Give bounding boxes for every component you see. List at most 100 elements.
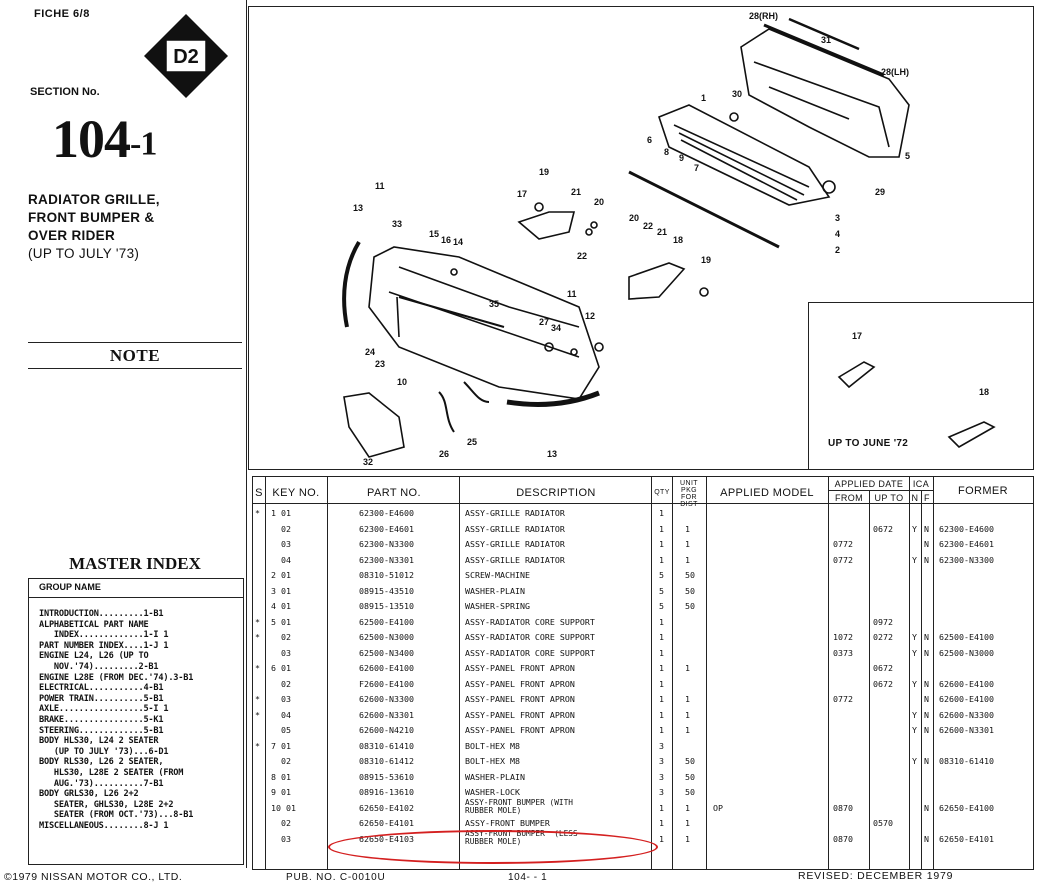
bumper-shape bbox=[368, 246, 600, 400]
fiche-label: FICHE 6/8 bbox=[34, 8, 90, 20]
callout-number: 22 bbox=[577, 251, 587, 261]
master-index-item: INDEX.............1-I 1 bbox=[39, 630, 169, 641]
inset-bracket-18-shape bbox=[947, 421, 996, 448]
cell-qty: 1 bbox=[659, 539, 664, 549]
cell-key: 03 bbox=[271, 539, 291, 549]
cell-key: 04 bbox=[271, 709, 291, 720]
cell-part: 08310-61410 bbox=[359, 740, 414, 751]
callout-number: 11 bbox=[375, 181, 385, 191]
cell-desc: SCREW-MACHINE bbox=[465, 570, 530, 580]
cell-f: N bbox=[924, 756, 929, 766]
cell-s: * bbox=[255, 663, 260, 673]
cell-part: F2600-E4100 bbox=[359, 678, 414, 689]
cell-unit: 1 bbox=[685, 694, 690, 704]
cell-part: 62600-N3300 bbox=[359, 694, 414, 704]
cell-desc: ASSY-GRILLE RADIATOR bbox=[465, 523, 565, 534]
cell-n: Y bbox=[912, 756, 917, 766]
section-title-line: RADIATOR GRILLE, bbox=[28, 192, 160, 207]
cell-key: 10 01 bbox=[271, 802, 296, 813]
col-header-former: FORMER bbox=[957, 485, 1009, 497]
col-header-upto: UP TO bbox=[874, 493, 904, 503]
cell-n: Y bbox=[912, 554, 917, 565]
cell-part: 62600-N3301 bbox=[359, 709, 414, 720]
cell-former: 62600-N3301 bbox=[939, 725, 994, 735]
cell-s: * bbox=[255, 616, 260, 627]
master-index-item: ENGINE L24, L26 (UP TO bbox=[39, 651, 149, 662]
section-title-line: (UP TO JULY '73) bbox=[28, 246, 140, 261]
cell-f: N bbox=[924, 554, 929, 565]
callout-number: 17 bbox=[517, 189, 527, 199]
cell-qty: 1 bbox=[659, 616, 664, 627]
cell-desc: ASSY-PANEL FRONT APRON bbox=[465, 663, 575, 673]
section-label: SECTION No. bbox=[30, 86, 100, 98]
group-name-header: GROUP NAME bbox=[29, 579, 243, 598]
callout-number: 17 bbox=[852, 331, 862, 341]
col-header-applied-date: APPLIED DATE bbox=[834, 479, 904, 489]
callout-number: 25 bbox=[467, 437, 477, 447]
callout-number: 27 bbox=[539, 317, 549, 327]
master-index-item: STEERING.............5-B1 bbox=[39, 725, 164, 736]
cell-part: 62300-E4600 bbox=[359, 508, 414, 518]
master-index-item: POWER TRAIN..........5-B1 bbox=[39, 693, 164, 704]
callout-number: 3 bbox=[835, 213, 840, 223]
master-index-item: AUG.'73)..........7-B1 bbox=[39, 778, 164, 789]
cell-n: Y bbox=[912, 678, 917, 689]
callout-number: 19 bbox=[701, 255, 711, 265]
cell-desc: ASSY-PANEL FRONT APRON bbox=[465, 678, 575, 689]
cell-unit: 50 bbox=[685, 756, 695, 766]
cell-former: 62600-N3300 bbox=[939, 709, 994, 720]
cell-upto: 0972 bbox=[873, 616, 893, 627]
exploded-diagram: 28(RH) 31 28(LH) 30 1 5 6 8 9 7 29 11 19… bbox=[248, 6, 1034, 470]
callout-number: 28(LH) bbox=[881, 67, 909, 77]
divider bbox=[28, 342, 242, 343]
cell-key: 02 bbox=[271, 818, 291, 828]
copyright: ©1979 NISSAN MOTOR CO., LTD. bbox=[4, 871, 183, 883]
col-header-ica: ICA bbox=[912, 479, 930, 489]
cell-former: 62650-E4100 bbox=[939, 802, 994, 813]
cell-key: 03 bbox=[271, 647, 291, 658]
cell-part: 62500-N3400 bbox=[359, 647, 414, 658]
cell-s: * bbox=[255, 740, 260, 751]
callout-number: 22 bbox=[643, 221, 653, 231]
cell-desc: BOLT-HEX M8 bbox=[465, 740, 520, 751]
radiator-core-support-shape bbox=[740, 28, 910, 158]
cell-desc: ASSY-FRONT BUMPER (WITH RUBBER MOLE) bbox=[465, 797, 573, 815]
cell-s: * bbox=[255, 632, 260, 642]
cell-former: 62300-E4600 bbox=[939, 523, 994, 534]
cell-n: Y bbox=[912, 709, 917, 720]
cell-qty: 1 bbox=[659, 709, 664, 720]
callout-number: 5 bbox=[905, 151, 910, 161]
cell-qty: 1 bbox=[659, 818, 664, 828]
cell-key: 2 01 bbox=[271, 570, 291, 580]
bracket-18-shape bbox=[628, 262, 686, 300]
cell-qty: 1 bbox=[659, 725, 664, 735]
cell-upto: 0672 bbox=[873, 663, 893, 673]
inset-panel bbox=[808, 302, 1033, 469]
callout-number: 19 bbox=[539, 167, 549, 177]
cell-part: 62300-N3301 bbox=[359, 554, 414, 565]
cell-key: 03 bbox=[271, 694, 291, 704]
cell-qty: 1 bbox=[659, 802, 664, 813]
callout-number: 11 bbox=[567, 289, 577, 299]
cell-part: 08310-61412 bbox=[359, 756, 414, 766]
master-index-item: (UP TO JULY '73)...6-D1 bbox=[39, 746, 169, 757]
cell-desc: ASSY-PANEL FRONT APRON bbox=[465, 694, 575, 704]
callout-number: 24 bbox=[365, 347, 375, 357]
badge-code: D2 bbox=[173, 46, 199, 68]
col-header-f: F bbox=[924, 493, 930, 503]
parts-drawing: 28(RH) 31 28(LH) 30 1 5 6 8 9 7 29 11 19… bbox=[342, 11, 996, 467]
section-title-line: OVER RIDER bbox=[28, 228, 116, 243]
note-heading: NOTE bbox=[109, 346, 161, 365]
col-header-qty: QTY bbox=[654, 489, 670, 496]
cell-f: N bbox=[924, 833, 929, 844]
cell-key: 02 bbox=[271, 756, 291, 766]
cell-part: 08915-53610 bbox=[359, 771, 414, 782]
